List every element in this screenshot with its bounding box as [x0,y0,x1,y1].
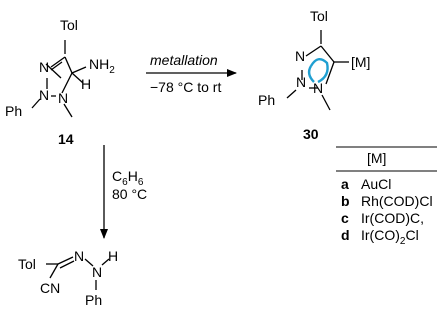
atom-n: N [295,48,306,64]
bond-ring-c5-n3 [61,72,73,94]
bond-c-n-double-a [57,256,74,265]
bond-ring-b [320,45,335,63]
atom-nh2: NH2 [89,56,115,79]
atom-n: N [58,90,69,106]
row-value-subscript: 2 [399,235,406,247]
bond-c5-nh2 [71,66,87,74]
bond-c5-h [71,72,84,84]
row-value-tail: Cl [405,227,419,243]
atom-n: N [39,59,50,75]
bond-ring-a [305,45,322,57]
condition-metallation: metallation [150,52,218,68]
bond-c-cn [49,263,59,279]
row-value: AuCl [361,176,392,192]
product-bonds [46,256,110,290]
row-key: c [341,210,349,226]
solvent-c: C [112,168,123,184]
bond-n-methyl [321,94,331,111]
condition-temp: 80 °C [112,186,148,202]
bond-n-h [101,258,110,266]
solvent-sub-1: 6 [122,176,128,188]
atom-n: N [92,264,103,280]
bond-n-ph [286,89,297,99]
aromatic-arc-2 [307,65,315,83]
bond-ring-c4-n1-double [50,61,63,71]
compound-label-14: 14 [58,131,74,147]
atom-cn: CN [40,280,61,296]
atom-h: H [81,76,92,92]
compound-14-bonds [31,40,87,118]
compound-label-30: 30 [303,126,319,142]
atom-n: N [313,80,324,96]
atom-n: N [74,248,85,264]
aromatic-arc [309,58,329,84]
atom-ph: Ph [85,292,103,308]
bond-n-n [84,258,94,267]
atom-tol: Tol [310,8,328,24]
row-value: Ir(COD)C, [361,210,424,226]
atom-ph: Ph [258,92,276,108]
bond-c-n-top-double-a [45,63,62,79]
bond-n3-methyl [63,103,73,118]
bond-n2-ph [31,98,41,109]
atom-tol: Tol [18,256,36,272]
table-header: [M] [367,150,387,166]
condition-temperature: −78 °C to rt [150,79,222,95]
table-row: c Ir(COD)C, [341,210,424,226]
row-key: d [341,227,350,243]
bond-ring-c4-n1 [50,56,66,68]
atom-h: H [108,248,119,264]
row-value: Rh(COD)Cl [361,193,433,209]
solvent-h: H [127,168,138,184]
solvent-sub-2: 6 [137,176,144,188]
atom-tol: Tol [60,17,78,33]
atom-metal: [M] [351,54,371,70]
bond-ring-c [325,61,335,85]
atom-nh2-text: NH [89,56,110,72]
row-value: Ir(CO) [361,227,400,243]
bond-c-n-double-b [59,260,75,269]
table-row: d Ir(CO)2Cl [341,227,419,250]
compound-30-bonds [286,30,349,111]
atom-nh2-subscript: 2 [109,64,115,76]
atom-n: N [296,74,307,90]
atom-n: N [39,87,50,103]
table-row: b Rh(COD)Cl [341,193,433,209]
atom-ph: Ph [5,103,23,119]
bond-ring-c4-c5 [64,56,73,74]
row-key: a [341,176,349,192]
table-row: a AuCl [341,176,391,192]
condition-solvent: C6H6 [112,168,143,191]
row-key: b [341,193,350,209]
